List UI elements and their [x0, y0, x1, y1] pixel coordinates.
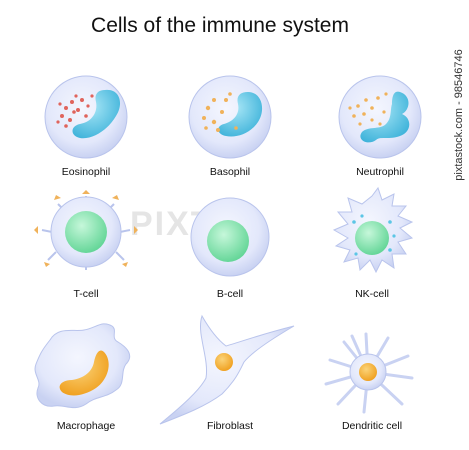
label-dendritic-cell: Dendritic cell [341, 420, 403, 432]
label-nk-cell: NK-cell [355, 288, 389, 300]
label-fibroblast: Fibroblast [206, 420, 254, 432]
label-macrophage: Macrophage [56, 420, 116, 432]
fibroblast-cell [159, 314, 295, 425]
label-neutrophil: Neutrophil [356, 166, 404, 178]
label-basophil: Basophil [209, 166, 251, 178]
macrophage-cell [34, 323, 131, 409]
b-cell [190, 197, 270, 277]
label-t-cell: T-cell [73, 288, 99, 300]
basophil-cell [188, 75, 272, 159]
dendritic-cell [324, 332, 414, 414]
label-eosinophil: Eosinophil [61, 166, 111, 178]
diagram-title: Cells of the immune system [91, 14, 349, 37]
nk-cell [332, 186, 414, 274]
t-cell [34, 190, 138, 270]
eosinophil-cell [44, 75, 128, 159]
neutrophil-cell [338, 75, 422, 159]
label-b-cell: B-cell [216, 288, 244, 300]
